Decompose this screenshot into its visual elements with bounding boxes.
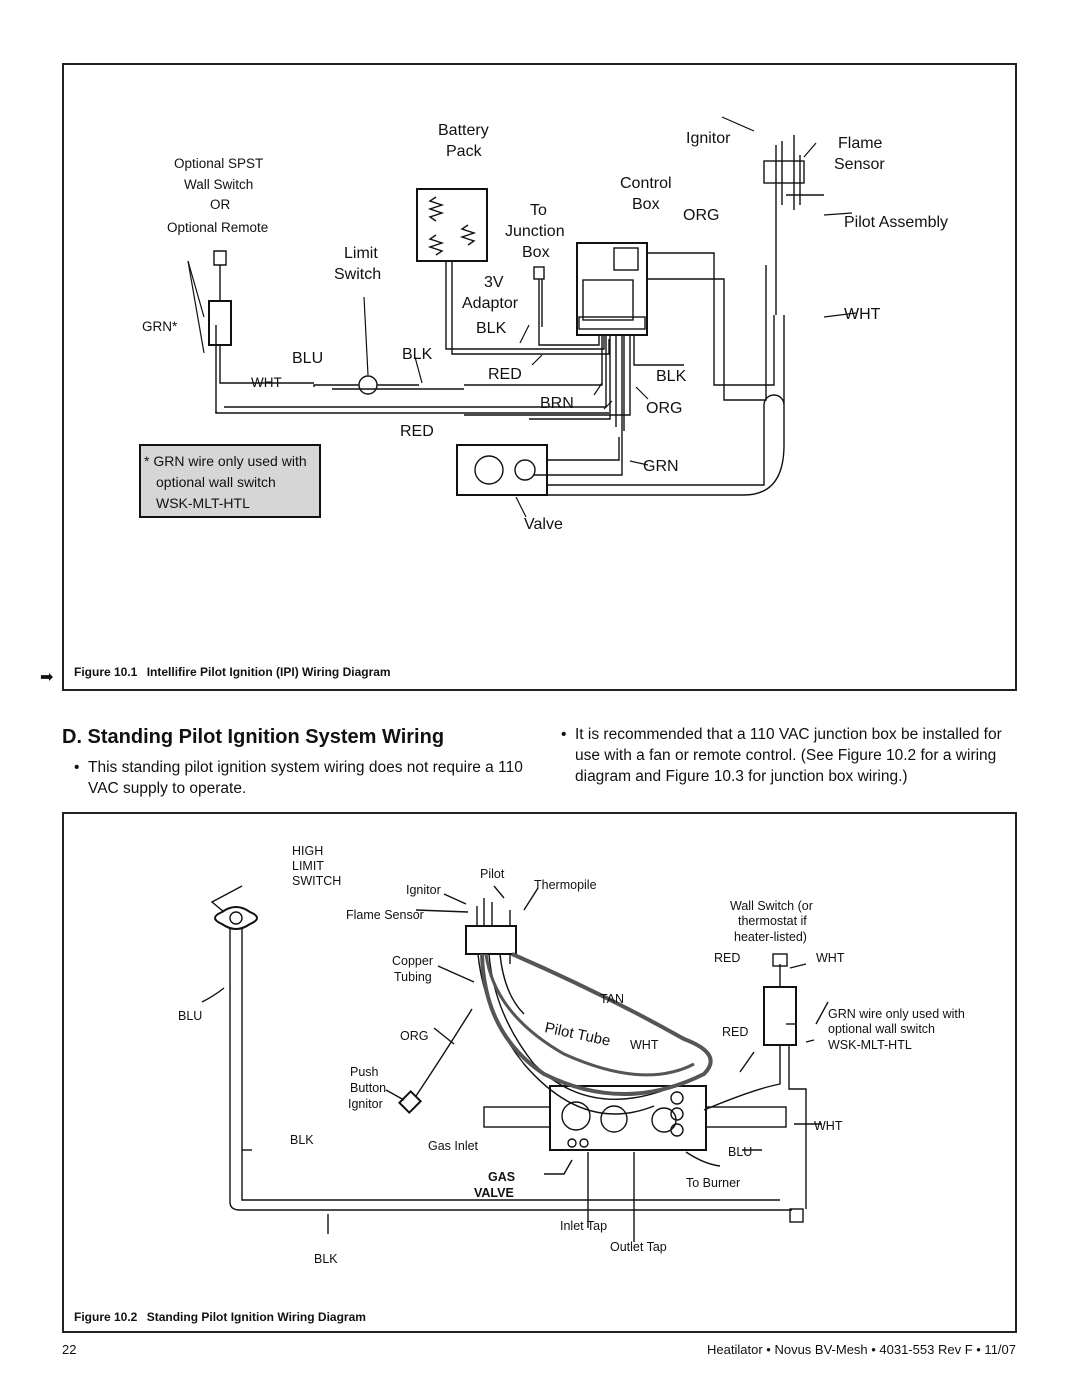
label-org-right: ORG [646,400,682,417]
label-valve: Valve [524,516,563,533]
label-blu: BLU [292,350,323,367]
note-line-3: WSK-MLT-HTL [156,495,250,511]
label-wall-switch-1: Wall Switch (or [730,899,813,913]
label-brn: BRN [540,395,574,412]
label-grn-note-2: optional wall switch [828,1022,935,1036]
label-to: To [530,202,547,219]
page-number: 22 [62,1342,77,1357]
label-pilot-assembly: Pilot Assembly [844,214,948,231]
label-red-mid: RED [722,1025,748,1039]
bullet-icon: • [74,759,80,776]
label-adaptor: Adaptor [462,295,519,312]
note-line-1: * GRN wire only used with [144,453,307,469]
label-wht-left: WHT [251,375,282,390]
label-push: Push [350,1065,379,1079]
caption-text: Standing Pilot Ignition Wiring Diagram [146,1310,366,1324]
label-blk-adaptor: BLK [476,320,507,337]
section-heading: D. Standing Pilot Ignition System Wiring [62,726,445,748]
label-3v: 3V [484,274,504,291]
standing-pilot-wiring-diagram: HIGH LIMIT SWITCH Pilot Ignitor Thermopi… [178,844,965,1266]
label-outlet-tap: Outlet Tap [610,1240,667,1254]
label-limit: LIMIT [292,859,324,873]
figure-10-2-caption: Figure 10.2 Standing Pilot Ignition Wiri… [74,1310,366,1324]
label-copper: Copper [392,954,433,968]
label-blk-left: BLK [290,1133,314,1147]
label-blu-left: BLU [178,1009,202,1023]
label-wht-right: WHT [814,1119,843,1133]
label-box: Box [632,196,660,213]
label-blu-right: BLU [728,1145,752,1159]
label-blk-mid: BLK [402,346,433,363]
label-junction: Junction [505,223,565,240]
label-flame: Flame [838,135,883,152]
bullet-icon: • [561,726,567,743]
label-flame-sensor: Flame Sensor [346,908,424,922]
label-pilot-tube: Pilot Tube [543,1019,612,1050]
caption-text: Intellifire Pilot Ignition (IPI) Wiring … [146,665,391,679]
document-footer: Heatilator • Novus BV-Mesh • 4031-553 Re… [707,1342,1016,1357]
label-button: Button [350,1081,386,1095]
label-battery: Battery [438,122,489,139]
bullet-right: • It is recommended that a 110 VAC junct… [561,724,1020,787]
label-wht-mid: WHT [630,1038,659,1052]
label-valve: VALVE [474,1186,514,1200]
label-switch: SWITCH [292,874,341,888]
label-pack: Pack [446,143,483,160]
caption-number: Figure 10.2 [74,1310,138,1324]
label-or: OR [210,197,231,212]
label-org-top: ORG [683,207,719,224]
note-line-2: optional wall switch [156,474,276,490]
label-tan: TAN [600,992,624,1006]
label-wall-switch-2: thermostat if [738,914,807,928]
label-grn-star: GRN* [142,319,178,334]
label-red-low: RED [400,423,434,440]
label-thermopile: Thermopile [534,878,597,892]
label-wall-switch-3: heater-listed) [734,930,807,944]
label-red-top: RED [714,951,740,965]
label-jbox: Box [522,244,550,261]
ipi-wiring-diagram: Battery Pack Ignitor Flame Sensor Contro… [139,116,948,533]
label-opt-spst: Optional SPST [174,156,263,171]
label-limit: Limit [344,245,378,262]
label-blk-bottom: BLK [314,1252,338,1266]
label-gas: GAS [488,1170,515,1184]
label-grn: GRN [643,458,679,475]
label-tubing: Tubing [394,970,432,984]
label-pilot: Pilot [480,867,505,881]
label-wht-right: WHT [844,306,881,323]
label-to-burner: To Burner [686,1176,740,1190]
label-gas-inlet: Gas Inlet [428,1139,479,1153]
label-blk-right: BLK [656,368,687,385]
label-wall-switch: Wall Switch [184,177,253,192]
figure-10-1-caption: Figure 10.1 Intellifire Pilot Ignition (… [74,665,391,679]
label-opt-remote: Optional Remote [167,220,268,235]
label-ignitor-pb: Ignitor [348,1097,383,1111]
arrow-marker-icon: ➡ [40,669,54,686]
label-control: Control [620,175,672,192]
label-sensor: Sensor [834,156,885,173]
label-switch: Switch [334,266,381,283]
label-grn-note-1: GRN wire only used with [828,1007,965,1021]
label-red-mid: RED [488,366,522,383]
label-org: ORG [400,1029,428,1043]
figure-10-2: HIGH LIMIT SWITCH Pilot Ignitor Thermopi… [62,812,1017,1333]
figure-10-1: Battery Pack Ignitor Flame Sensor Contro… [62,63,1017,691]
label-high: HIGH [292,844,323,858]
label-grn-note-3: WSK-MLT-HTL [828,1038,912,1052]
label-ignitor: Ignitor [406,883,441,897]
caption-number: Figure 10.1 [74,665,138,679]
label-ignitor: Ignitor [686,130,731,147]
bullet-left-text: This standing pilot ignition system wiri… [88,759,523,797]
bullet-left: • This standing pilot ignition system wi… [74,757,533,799]
label-wht-top: WHT [816,951,845,965]
label-inlet-tap: Inlet Tap [560,1219,607,1233]
bullet-right-text: It is recommended that a 110 VAC junctio… [575,726,1002,785]
